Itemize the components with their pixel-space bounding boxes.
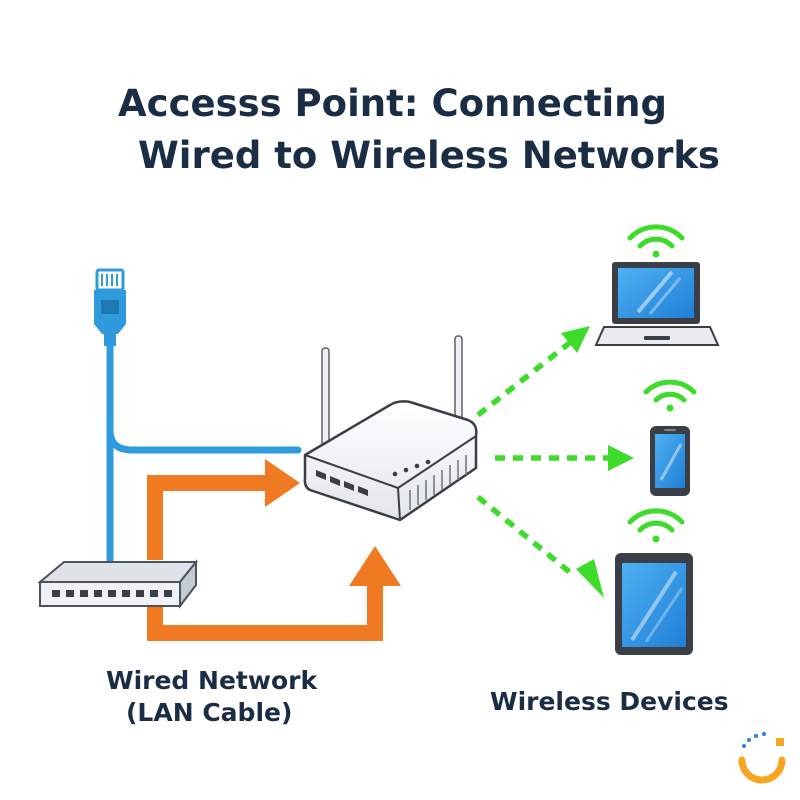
orange-arrowhead-right (265, 459, 300, 507)
orange-arrowhead-up (349, 546, 401, 586)
green-arrowhead-tablet (576, 559, 604, 598)
wired-network-label: Wired Network (LAN Cable) (106, 665, 317, 729)
diagram-title: Accesss Point: Connecting Wired to Wirel… (0, 78, 800, 182)
brand-logo-icon (738, 732, 786, 784)
laptop-icon (594, 262, 720, 346)
wireless-devices-label: Wireless Devices (490, 687, 729, 716)
wifi-signal-icon (627, 508, 685, 543)
wifi-router-icon (303, 335, 478, 522)
title-line-2: Wired to Wireless Networks (138, 134, 720, 177)
green-arrowhead-phone (608, 445, 634, 471)
wifi-signal-icon (643, 379, 697, 412)
smartphone-icon (650, 426, 690, 496)
ethernet-plug-icon (94, 268, 126, 346)
lan-cable (106, 341, 302, 574)
green-arrowhead-laptop (561, 326, 590, 353)
network-switch-icon (37, 559, 199, 609)
wireless-links (476, 338, 608, 577)
wifi-signal-icon (627, 224, 685, 258)
wired-label-line-1: Wired Network (106, 666, 318, 695)
title-line-1: Accesss Point: Connecting (118, 82, 667, 125)
wired-label-line-2: (LAN Cable) (126, 698, 293, 727)
tablet-icon (615, 553, 693, 655)
